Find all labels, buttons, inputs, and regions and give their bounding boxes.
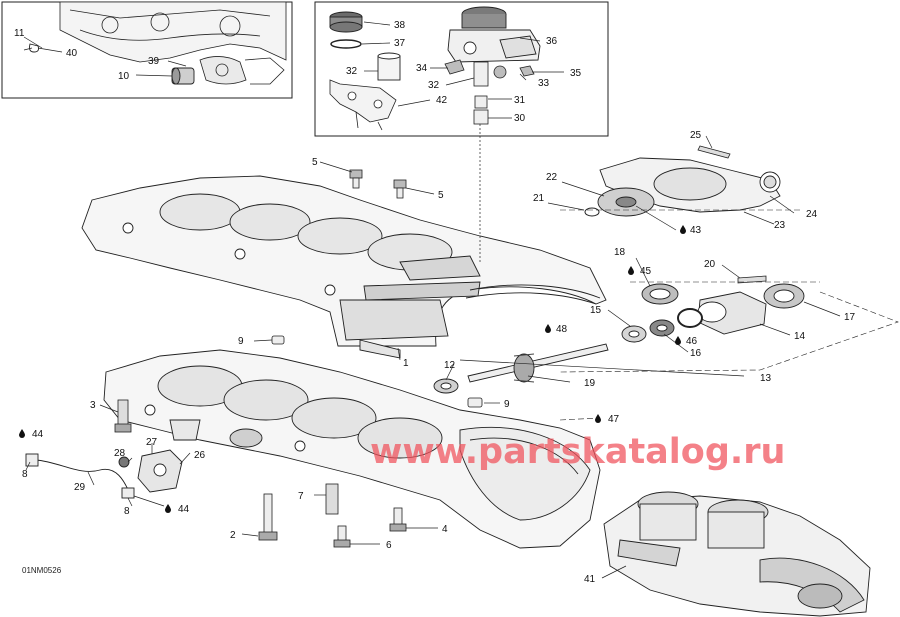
leader-lines [23,21,841,579]
pump-drive-shaft-19 [467,343,609,383]
callout-25: 25 [690,130,702,141]
pin-20 [737,275,767,284]
reservoir-part [447,6,541,63]
callout-38: 38 [394,20,406,31]
pump-shaft-part [377,52,401,81]
washer-21 [584,207,600,217]
bolt-2 [258,493,278,541]
callout-3: 3 [90,400,96,411]
bearing-12 [433,378,459,394]
bolt-25 [697,145,731,159]
bolt-4 [389,507,407,532]
lower-crankcase [103,349,601,549]
callout-42: 42 [436,95,448,106]
callout-35: 35 [570,68,582,79]
callout-32-lower: 32 [428,80,440,91]
callout-24: 24 [806,209,818,220]
cover-26 [137,449,183,493]
callout-9-lower: 9 [504,399,510,410]
pump-bracket-part [329,79,397,131]
dowel-9-lower [467,397,483,408]
oil-seal-part [171,67,195,85]
callout-44-right: 44 [178,504,190,515]
callout-6: 6 [386,540,392,551]
assembly-group-lines [559,209,899,421]
callout-23: 23 [774,220,786,231]
callout-5-left: 5 [312,157,318,168]
callout-7: 7 [298,491,304,502]
fitting-28 [118,456,130,468]
callout-11: 11 [14,28,25,39]
stud-7 [325,483,339,515]
callout-48: 48 [556,324,568,335]
callout-4: 4 [442,524,448,535]
watermark-text: www.partskatalog.ru [370,432,786,472]
callout-labels: 11 40 39 10 38 37 36 34 35 32 32 33 42 3… [14,20,856,585]
callout-41: 41 [584,574,596,585]
callout-9-upper: 9 [238,336,244,347]
callout-30: 30 [514,113,526,124]
callout-8-upper: 8 [22,469,28,480]
bolt-5-left [349,169,363,189]
oil-cap-part [329,11,363,33]
connector-parts [444,59,535,125]
callout-28: 28 [114,448,126,459]
upper-crankcase [81,175,607,359]
callout-12: 12 [444,360,456,371]
callout-16: 16 [690,348,702,359]
callout-33: 33 [538,78,550,89]
drawing-code: 01NM0526 [22,566,62,575]
callout-21: 21 [533,193,545,204]
callout-26: 26 [194,450,206,461]
bolt-5-right [393,179,407,199]
callout-20: 20 [704,259,716,270]
callout-37: 37 [394,38,406,49]
callout-14: 14 [794,331,806,342]
callout-36: 36 [546,36,558,47]
dowel-9-upper [271,335,285,345]
callout-15: 15 [590,305,602,316]
bearing-17 [763,283,805,309]
housing-14 [697,291,767,335]
impeller-22 [597,187,655,217]
bolt-6 [333,525,351,548]
callout-46: 46 [686,336,698,347]
callout-43: 43 [690,225,702,236]
callout-32-upper: 32 [346,66,358,77]
callout-17: 17 [844,312,856,323]
callout-27: 27 [146,437,158,448]
callout-1: 1 [403,358,409,369]
seal-16 [649,319,675,337]
o-ring-46 [677,308,703,328]
callout-40: 40 [66,48,78,59]
callout-47: 47 [608,414,620,425]
callout-5-right: 5 [438,190,444,201]
callout-13: 13 [760,373,772,384]
cap-gasket-part [330,39,362,49]
inset-box-oil-pump [314,1,609,137]
callout-34: 34 [416,63,428,74]
callout-22: 22 [546,172,558,183]
callout-10: 10 [118,71,130,82]
callout-8-lower: 8 [124,506,130,517]
stud-3 [114,399,132,433]
hose-clip-part [23,43,39,53]
callout-45: 45 [640,266,652,277]
oil-line-29 [25,453,135,499]
bearing-15 [621,325,647,343]
callout-19: 19 [584,378,596,389]
callout-18: 18 [614,247,626,258]
callout-31: 31 [514,95,526,106]
seal-45 [641,283,679,305]
callout-2: 2 [230,530,236,541]
callout-44-left: 44 [32,429,44,440]
crankcase-detail-sketch [59,1,287,85]
callout-39: 39 [148,56,160,67]
engine-assembly-41 [603,491,871,617]
callout-29: 29 [74,482,86,493]
